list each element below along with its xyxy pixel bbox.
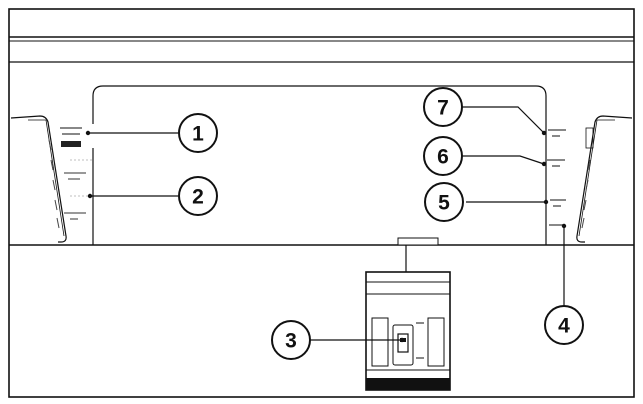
callout-5-number: 5 (438, 192, 450, 215)
leader-dot-5 (543, 199, 549, 205)
callout-6-number: 6 (437, 146, 449, 169)
callout-3-number: 3 (285, 330, 297, 353)
callout-3: 3 (271, 320, 311, 360)
outer-frame (8, 8, 635, 398)
center-tab (397, 237, 439, 246)
callout-1: 1 (178, 113, 218, 153)
left-port-labels (58, 124, 96, 220)
leader-dot-3 (399, 337, 405, 343)
left-bracket (10, 115, 67, 243)
callout-1-number: 1 (192, 123, 204, 146)
leader-dot-1 (85, 130, 91, 136)
right-bracket (576, 115, 633, 243)
callout-4-number: 4 (558, 315, 570, 338)
callout-7-number: 7 (437, 97, 449, 120)
callout-2: 2 (178, 176, 218, 216)
callout-4: 4 (544, 305, 584, 345)
leader-dot-6 (541, 161, 547, 167)
leader-dot-4 (561, 223, 567, 229)
usb-bay-module (365, 271, 451, 391)
callout-7: 7 (423, 87, 463, 127)
callout-5: 5 (424, 182, 464, 222)
right-port-labels (547, 129, 566, 226)
connector-recess (92, 85, 547, 245)
leader-dot-2 (87, 193, 93, 199)
leader-line-7 (462, 106, 545, 134)
leader-line-6 (462, 155, 545, 165)
callout-6: 6 (423, 136, 463, 176)
callout-2-number: 2 (192, 186, 204, 209)
leader-dot-7 (541, 130, 547, 136)
